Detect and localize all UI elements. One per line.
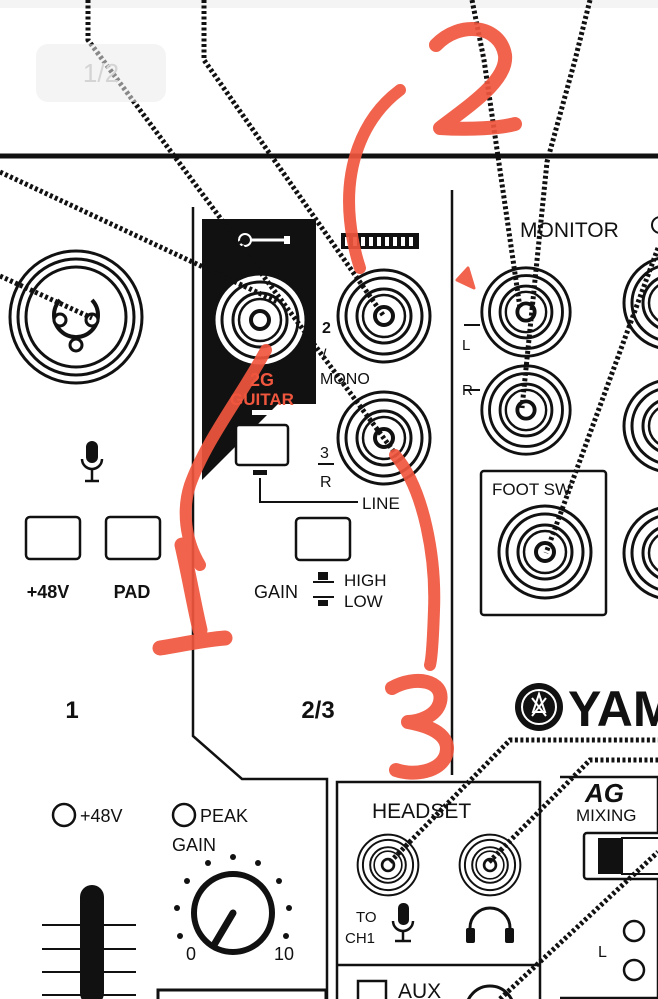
to-ch1-line2: CH1	[345, 930, 375, 947]
gain-min-label: 0	[186, 944, 196, 964]
monitor-r-label: R	[462, 382, 473, 399]
high-mark-icon	[313, 572, 334, 583]
headset-phones-jack	[458, 833, 522, 897]
foot-sw-jack	[497, 504, 593, 600]
right-edge-jack-2	[622, 378, 658, 474]
48v-label: +48V	[27, 582, 70, 602]
mixing-switch[interactable]	[598, 838, 622, 874]
pad-label: PAD	[114, 582, 151, 602]
brand-text: YAM	[568, 681, 658, 737]
peak-led	[171, 802, 197, 828]
brand-logo-icon	[515, 683, 563, 731]
gain-knob-label: GAIN	[172, 835, 216, 855]
mono-label: MONO	[320, 371, 370, 388]
page-indicator-badge: 1/2	[36, 44, 166, 102]
page-indicator: 1/2	[82, 57, 120, 88]
input-2-label: 2	[322, 320, 331, 337]
line-mark-icon	[253, 470, 267, 475]
48v-led	[51, 802, 77, 828]
keyboard-icon	[341, 233, 419, 249]
guitar-switch-mark	[252, 410, 272, 415]
headset-mic-jack	[356, 833, 420, 897]
aux-jack	[467, 984, 513, 999]
line-bracket	[259, 478, 358, 503]
gain-switch[interactable]	[294, 516, 352, 562]
annotation-digit-3	[385, 673, 454, 780]
mixing-switch-slot	[621, 837, 658, 875]
monitor-edge-mark	[651, 216, 658, 234]
annotation-digit-1	[152, 537, 233, 656]
headset-frame	[335, 780, 542, 999]
ag-logo: AG	[584, 778, 624, 808]
line-input-2-jack	[336, 268, 432, 364]
gain-max-label: 10	[274, 944, 294, 964]
annotation-stroke-1	[179, 344, 272, 571]
guitar-switch[interactable]	[234, 423, 290, 467]
right-edge-jack-3	[622, 505, 658, 601]
aux-label: AUX	[398, 980, 441, 999]
48v-switch[interactable]	[24, 515, 82, 561]
line-label: LINE	[362, 494, 400, 513]
microphone-icon	[80, 441, 104, 483]
guitar-icon	[238, 233, 290, 247]
monitor-l-jack	[479, 265, 573, 359]
headphones-icon	[466, 906, 514, 943]
high-label: HIGH	[344, 571, 387, 590]
mixing-label: MIXING	[576, 806, 636, 825]
headset-title: HEADSET	[372, 800, 471, 823]
peak-led-label: PEAK	[200, 806, 248, 826]
annotation-marks	[152, 22, 522, 780]
low-label: LOW	[344, 592, 383, 611]
input-3-label: 3	[320, 445, 329, 462]
to-ch1-line1: TO	[356, 909, 377, 926]
fader-knob[interactable]	[80, 885, 104, 999]
annotation-stroke-3	[389, 449, 441, 671]
monitor-title: MONITOR	[520, 219, 619, 242]
monitor-label-rules	[464, 324, 480, 391]
48v-led-label: +48V	[80, 806, 123, 826]
ag-led-2	[622, 958, 646, 982]
r-label: R	[320, 474, 332, 491]
monitor-l-label: L	[462, 337, 470, 354]
aux-switch[interactable]	[356, 979, 388, 999]
annotation-arrowhead	[455, 266, 476, 290]
ag-led-1	[622, 919, 646, 943]
right-edge-jack-1	[622, 255, 658, 351]
annotation-stroke-2	[343, 84, 406, 274]
gain-label: GAIN	[254, 582, 298, 602]
channel-1-number: 1	[65, 697, 78, 724]
foot-sw-label: FOOT SW	[492, 480, 571, 499]
ag-l-label: L	[598, 944, 607, 961]
gain-knob[interactable]	[174, 854, 292, 955]
channel-23-number: 2/3	[301, 697, 334, 724]
low-mark-icon	[313, 596, 334, 606]
lower-box	[156, 988, 328, 999]
headset-mic-icon	[391, 903, 415, 943]
annotation-digit-2	[429, 22, 522, 136]
xlr-combo-jack	[8, 249, 144, 385]
slash-label: /	[322, 347, 327, 364]
ag-frame	[560, 775, 658, 999]
pad-switch[interactable]	[104, 515, 162, 561]
top-strip	[0, 0, 658, 8]
